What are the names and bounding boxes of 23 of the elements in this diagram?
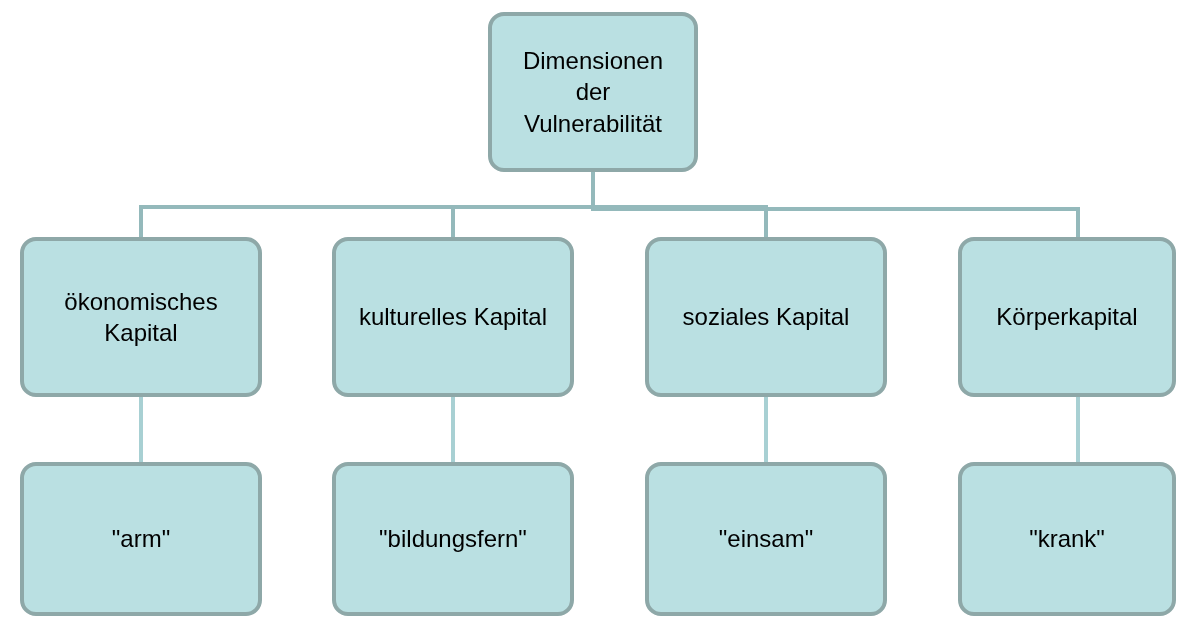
box-label: Dimensionen der Vulnerabilität [521, 46, 665, 139]
rounded-box [20, 462, 262, 616]
box-label: "einsam" [718, 524, 814, 555]
rounded-box [332, 462, 574, 616]
rounded-box [645, 237, 887, 397]
box-label: soziales Kapital [682, 302, 850, 333]
rounded-box [958, 237, 1176, 397]
box-label: "krank" [1029, 524, 1105, 555]
rounded-box [645, 462, 887, 616]
connector-line [591, 172, 1080, 237]
rounded-box [332, 237, 574, 397]
box-label: Körperkapital [996, 302, 1138, 333]
connector-line [1076, 397, 1080, 462]
rounded-box [958, 462, 1176, 616]
box-label: ökonomisches Kapital [63, 286, 219, 348]
box-label: kulturelles Kapital [358, 302, 548, 333]
rounded-box [20, 237, 262, 397]
connector-line [764, 397, 768, 462]
connector-line [451, 397, 455, 462]
box-label: "bildungsfern" [379, 524, 527, 555]
box-label: "arm" [111, 524, 171, 555]
connector-line [139, 397, 143, 462]
rounded-box [488, 12, 698, 172]
